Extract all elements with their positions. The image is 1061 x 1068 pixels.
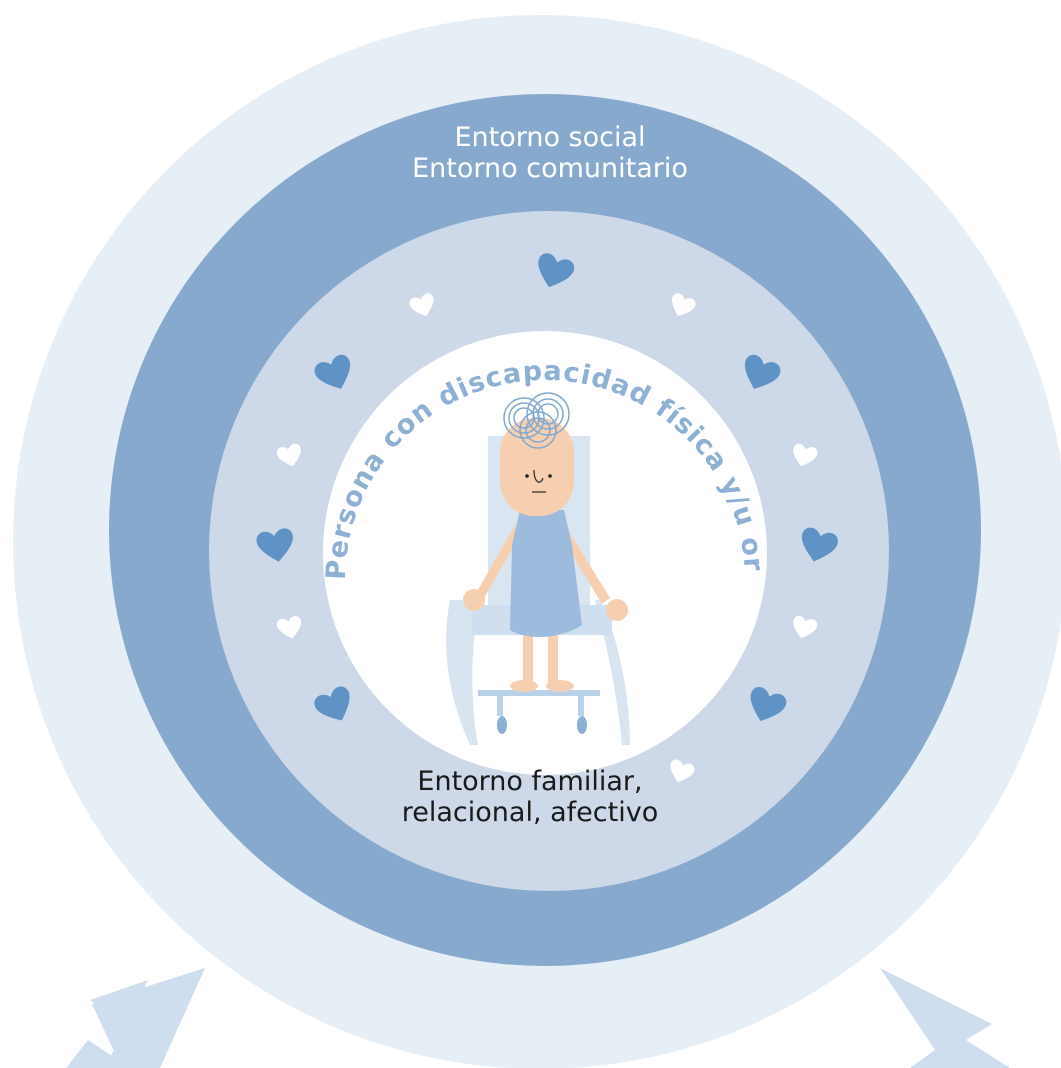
family-environment-label: Entorno familiar, relacional, afectivo — [340, 766, 720, 828]
left-wheel — [446, 600, 480, 745]
leg — [523, 630, 533, 685]
arm — [475, 525, 520, 600]
family-label-line-2: relacional, afectivo — [401, 797, 659, 829]
chair-caster — [497, 716, 507, 734]
chair-leg — [497, 696, 503, 716]
eye — [525, 474, 529, 478]
social-label-line-1: Entorno social — [454, 122, 646, 153]
arm — [560, 525, 610, 604]
nose — [533, 469, 544, 483]
eye — [548, 474, 552, 478]
right-arrow-icon — [880, 968, 1010, 1068]
chair-footrest — [478, 690, 600, 696]
hand — [463, 589, 485, 611]
chair-leg — [578, 696, 584, 716]
social-label-line-2: Entorno comunitario — [412, 153, 688, 185]
person-in-wheelchair-illustration — [446, 392, 630, 745]
hair-curls — [503, 392, 570, 449]
right-wheel — [595, 600, 630, 745]
head — [500, 418, 574, 516]
leg — [548, 630, 558, 685]
hand — [606, 599, 628, 621]
family-label-line-1: Entorno familiar, — [417, 766, 643, 797]
left-arrow-icon — [66, 968, 205, 1068]
social-environment-label: Entorno social Entorno comunitario — [330, 122, 770, 184]
chair-caster — [577, 716, 587, 734]
foot — [510, 680, 538, 692]
foot — [546, 680, 574, 692]
dress — [510, 510, 582, 637]
